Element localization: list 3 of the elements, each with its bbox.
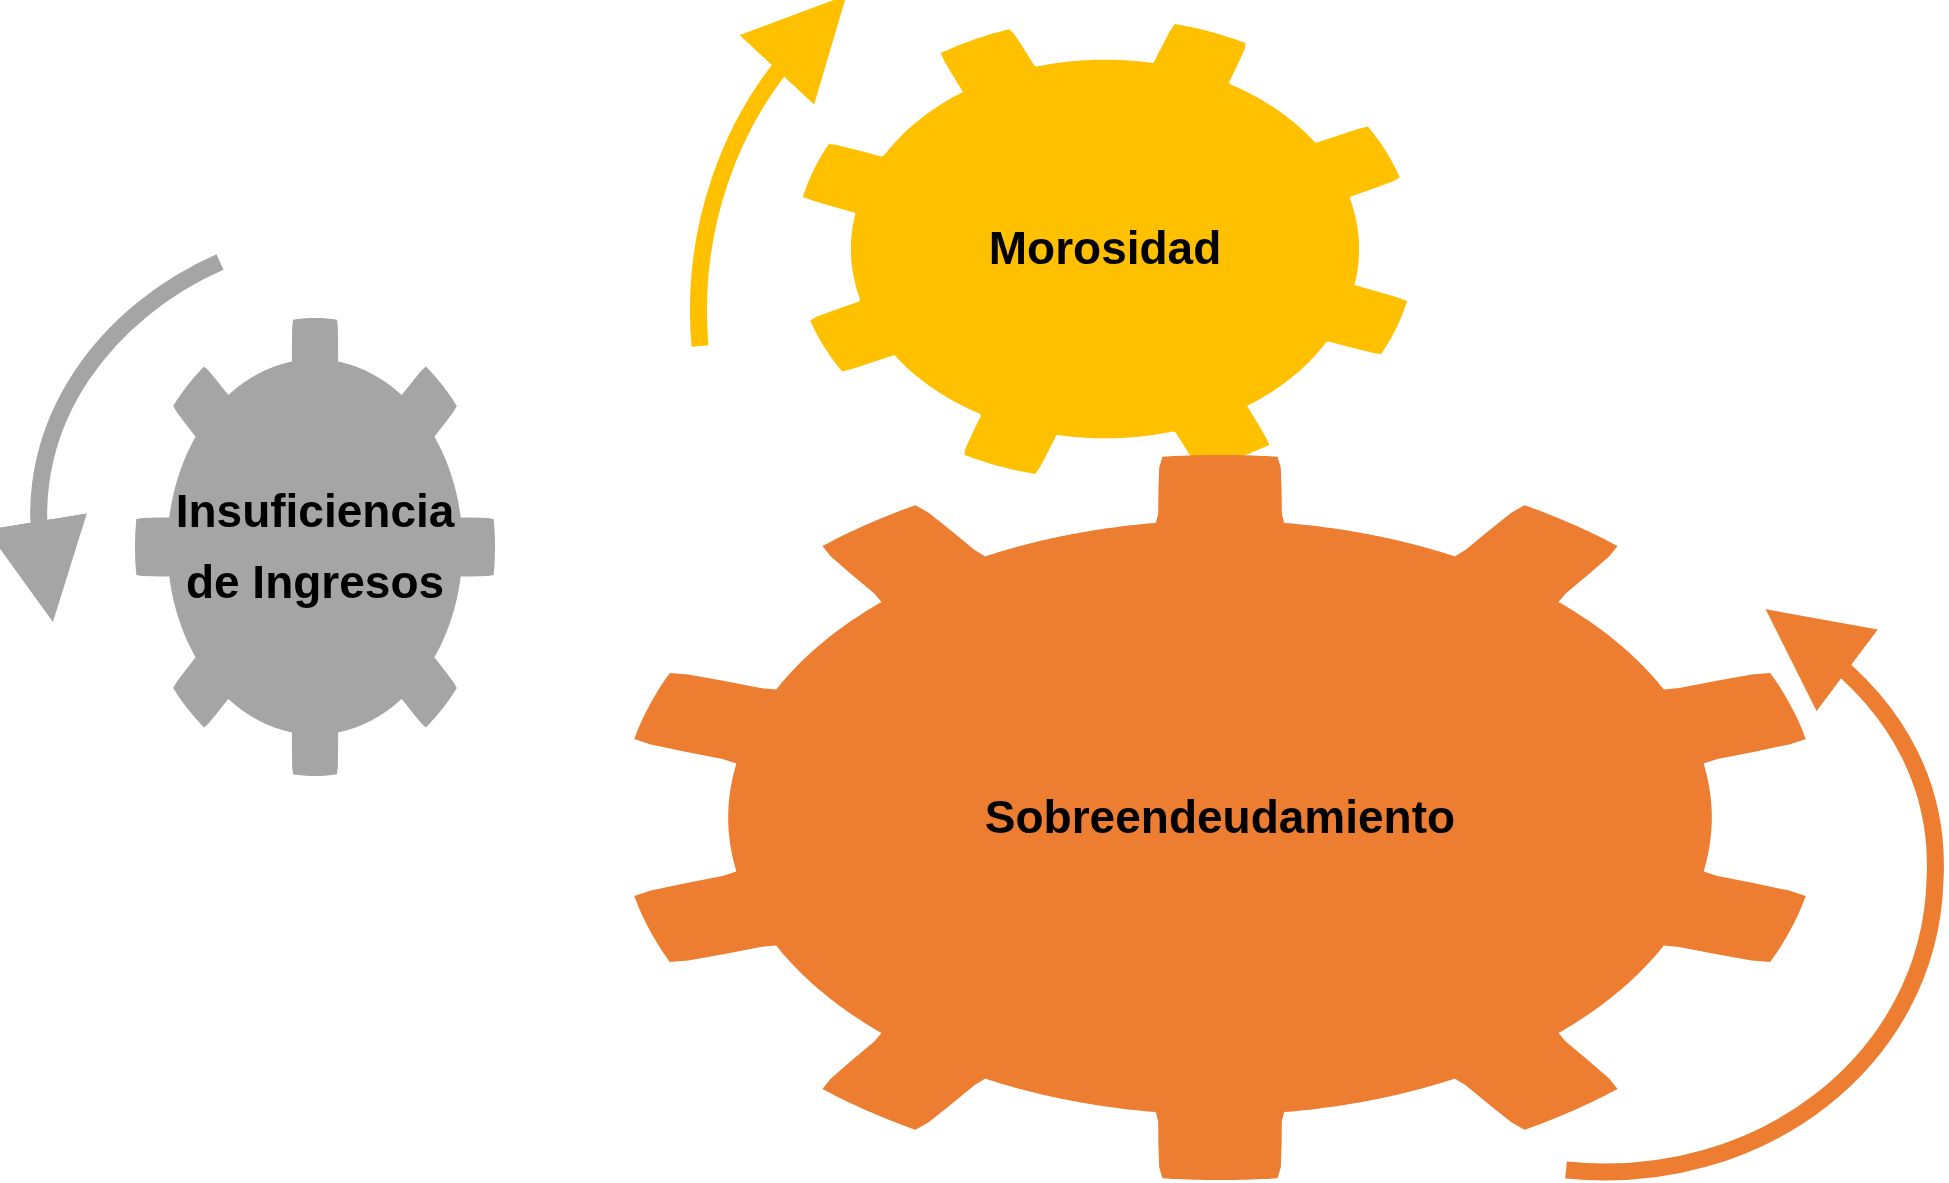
gear-label: Morosidad — [988, 221, 1222, 277]
gear-label: Sobreendeudamiento — [984, 789, 1456, 845]
gear-label: Insuficiencia de Ingresos — [175, 483, 455, 610]
